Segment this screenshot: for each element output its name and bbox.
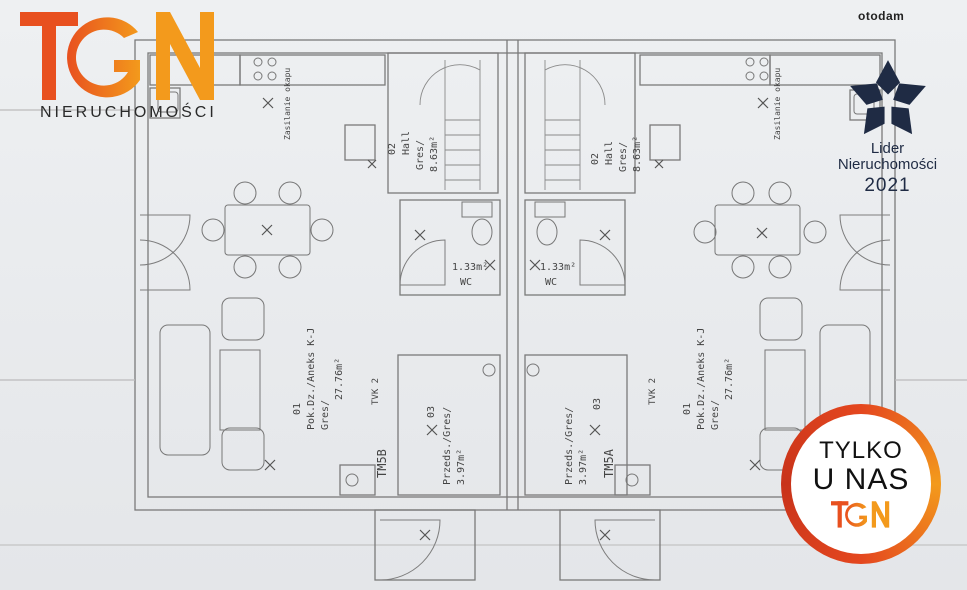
right-living-floor: Gres/ [710,400,721,430]
left-hall-name: Hall [401,131,412,155]
tgn-logo [20,12,214,100]
left-living-floor: Gres/ [320,400,331,430]
exclusive-badge-inner: TYLKO U NAS [791,414,931,554]
right-hall-floor: Gres/ [618,142,629,172]
left-hallway-area: 3.97m² [456,449,467,485]
right-living-num: 01 [682,403,693,415]
right-hall-num: 02 [590,153,601,165]
right-hallway-area: 3.97m² [578,449,589,485]
award-badge: Lider Nieruchomości 2021 [820,55,955,197]
right-wc-area: 1.33m² [540,262,576,273]
right-hall-name: Hall [604,141,615,165]
left-living-name: Pok.Dz./Aneks K-J [306,328,317,430]
left-hall-floor: Gres/ [415,140,426,170]
right-unit-label: TM5A [602,448,616,478]
right-hallway-num: 03 [592,398,603,410]
badge-tgn-logo [831,501,890,528]
left-hallway-name: Przeds./Gres/ [442,407,453,485]
left-living-area: 27.76m² [334,358,345,400]
right-hood-mark: Zasilanie okapu [773,68,782,140]
right-stack-label: TVK 2 [648,378,658,405]
left-stack-label: TVK 2 [371,378,381,405]
left-wc-name: WC [460,277,472,288]
award-star-icon [849,60,926,135]
right-living-name: Pok.Dz./Aneks K-J [696,328,707,430]
left-living-num: 01 [292,403,303,415]
award-year: 2021 [864,175,911,196]
badge-line2: U NAS [812,463,910,496]
right-hallway-name: Przeds./Gres/ [564,407,575,485]
inner-wall [147,52,883,498]
left-hall-num: 02 [387,143,398,155]
right-living-area: 27.76m² [724,358,735,400]
award-line1: Lider [870,140,905,157]
left-wc-area: 1.33m² [452,262,488,273]
exclusive-badge: TYLKO U NAS [781,404,941,564]
left-hallway-num: 03 [426,406,437,418]
left-unit-label: TM5B [375,449,389,478]
left-hall-area: 8.63m² [429,136,440,172]
left-hood-mark: Zasilanie okapu [283,68,292,140]
right-wc-name: WC [545,277,557,288]
right-hall-area: 8.63m² [632,136,643,172]
tgn-logo-subtitle: NIERUCHOMOŚCI [40,104,217,121]
portal-watermark: otodam [858,9,905,23]
outer-wall [134,39,896,511]
award-line2: Nieruchomości [837,156,938,173]
badge-line1: TYLKO [819,437,903,464]
